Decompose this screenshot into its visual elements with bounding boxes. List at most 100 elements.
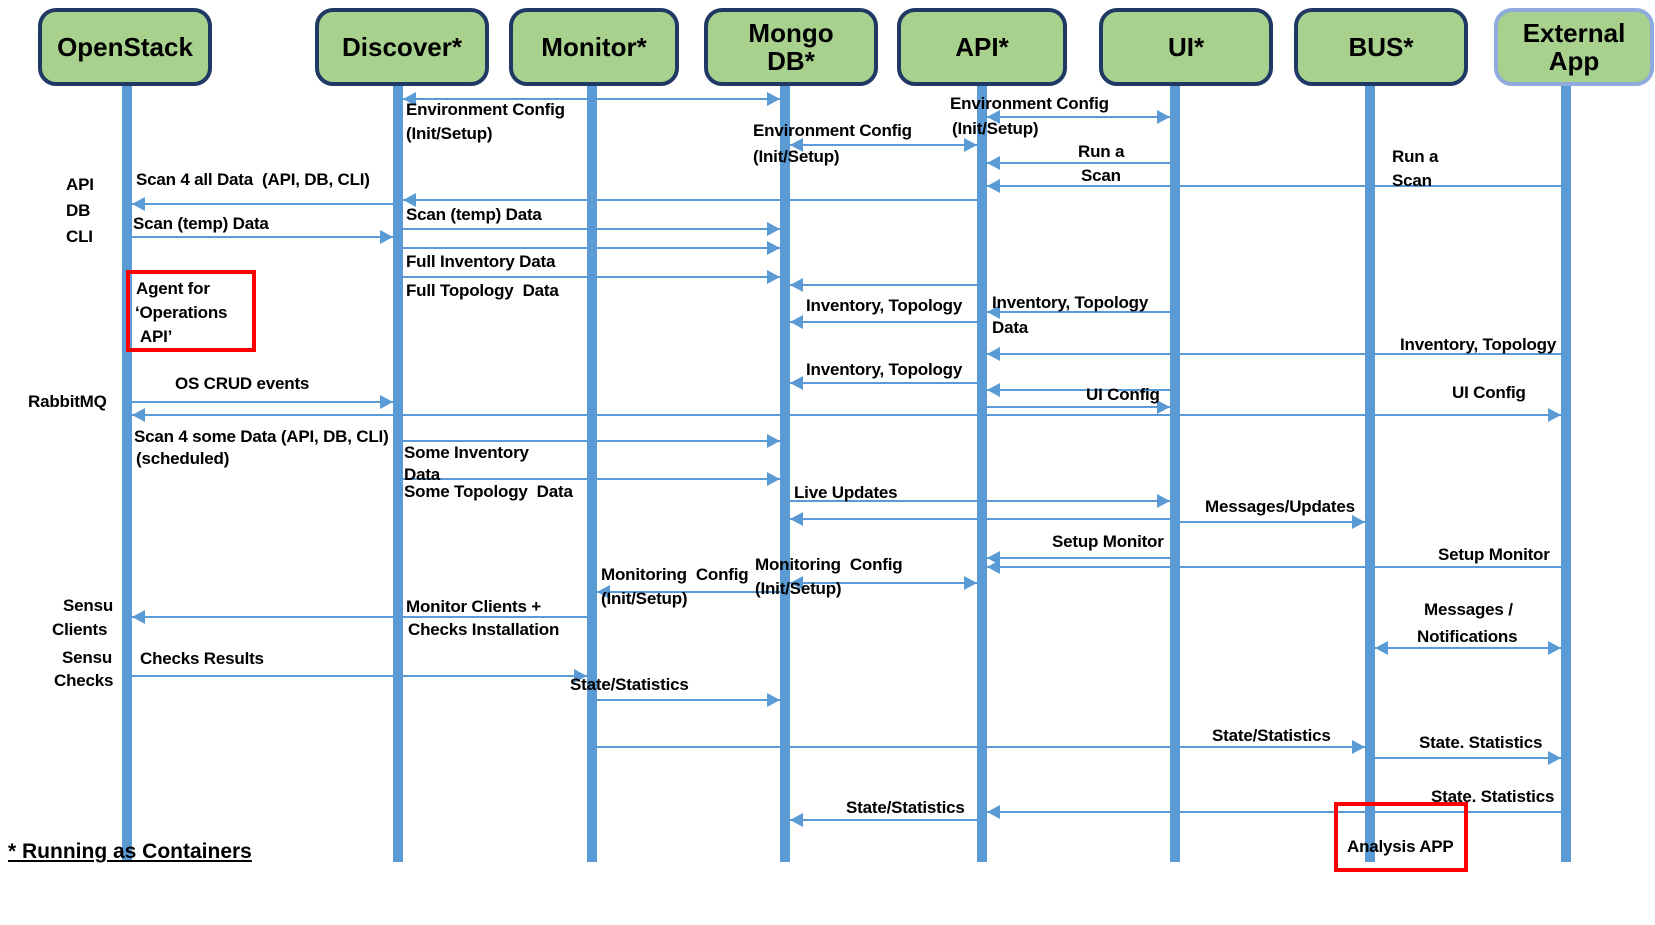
message-line-bus-to-external-app (1370, 647, 1566, 649)
message-line-openstack-to-discover (127, 236, 398, 238)
arrowhead-left-icon (987, 179, 1000, 193)
arrowhead-left-icon (790, 315, 803, 329)
message-line-ui-to-bus (1175, 521, 1370, 523)
arrowhead-right-icon (767, 222, 780, 236)
arrowhead-right-icon (1157, 494, 1170, 508)
annotation-label: Agent for (136, 279, 210, 298)
message-line-ui-to-api (982, 389, 1175, 391)
lifeline-openstack (122, 86, 132, 862)
message-label: Setup Monitor (1052, 532, 1164, 551)
message-label: Live Updates (794, 483, 898, 502)
arrowhead-left-icon (790, 576, 803, 590)
arrowhead-left-icon (987, 560, 1000, 574)
arrowhead-right-icon (574, 669, 587, 683)
message-line-external-app-to-api (982, 353, 1566, 355)
message-line-api-to-mongodb (785, 382, 982, 384)
message-label: Scan (1081, 166, 1121, 185)
arrowhead-left-icon (987, 383, 1000, 397)
message-line-external-app-to-api (982, 566, 1566, 568)
lifeline-monitor (587, 86, 597, 862)
message-label: Scan 4 some Data (API, DB, CLI) (134, 427, 389, 446)
arrowhead-left-icon (987, 110, 1000, 124)
message-label: Messages/Updates (1205, 497, 1355, 516)
arrowhead-right-icon (767, 270, 780, 284)
message-line-mongodb-to-api (785, 582, 982, 584)
arrowhead-left-icon (790, 512, 803, 526)
actor-label-monitor: Monitor* (541, 31, 647, 62)
actor-ui: UI* (1099, 8, 1273, 86)
actor-label-discover: Discover* (342, 31, 462, 62)
arrowhead-right-icon (380, 395, 393, 409)
message-line-openstack-to-discover (127, 401, 398, 403)
message-line-monitor-to-mongodb (592, 699, 785, 701)
footnote: * Running as Containers (8, 840, 252, 863)
arrowhead-right-icon (964, 576, 977, 590)
annotation-label: ‘Operations (135, 303, 228, 322)
actor-external-app: External App (1494, 8, 1654, 86)
message-label: Run a (1392, 147, 1439, 166)
message-label: Inventory, Topology (1400, 335, 1557, 354)
arrowhead-left-icon (987, 156, 1000, 170)
message-label: Inventory, Topology (806, 360, 963, 379)
arrowhead-right-icon (1548, 641, 1561, 655)
arrowhead-left-icon (403, 92, 416, 106)
message-label: Scan 4 all Data (API, DB, CLI) (136, 170, 370, 189)
actor-discover: Discover* (315, 8, 489, 86)
message-label: (Init/Setup) (753, 147, 840, 166)
message-line-ui-to-api (982, 557, 1175, 559)
message-label: Messages / (1424, 600, 1513, 619)
actor-openstack: OpenStack (38, 8, 212, 86)
arrowhead-right-icon (380, 230, 393, 244)
message-label: (Init/Setup) (952, 119, 1039, 138)
message-label: Monitor Clients + (406, 597, 541, 616)
arrowhead-right-icon (1352, 740, 1365, 754)
arrowhead-left-icon (790, 376, 803, 390)
message-label: Full Topology Data (406, 281, 559, 300)
message-line-monitor-to-openstack (127, 616, 592, 618)
arrowhead-left-icon (1375, 641, 1388, 655)
message-label: Environment Config (753, 121, 912, 140)
annotation-box-analysis-app (1334, 802, 1468, 872)
actor-monitor: Monitor* (509, 8, 679, 86)
message-label: Scan (temp) Data (133, 214, 269, 233)
arrowhead-right-icon (767, 472, 780, 486)
actor-api: API* (897, 8, 1067, 86)
side-label: RabbitMQ (28, 392, 107, 411)
message-label: State/Statistics (570, 675, 689, 694)
annotation-label: API’ (136, 327, 173, 346)
arrowhead-left-icon (790, 278, 803, 292)
message-label: State. Statistics (1419, 733, 1543, 752)
arrowhead-right-icon (1157, 110, 1170, 124)
arrowhead-left-icon (132, 610, 145, 624)
actor-label-bus: BUS* (1348, 31, 1414, 62)
actor-label-ui: UI* (1167, 31, 1205, 62)
message-line-bus-to-external-app (1370, 757, 1566, 759)
message-label: UI Config (1452, 383, 1526, 402)
annotation-box-agent-operations-api (126, 270, 256, 352)
lifeline-api (977, 86, 987, 862)
actor-bus: BUS* (1294, 8, 1468, 86)
message-label: Monitoring Config (601, 565, 749, 584)
arrowhead-left-icon (132, 197, 145, 211)
message-line-external-app-to-openstack (127, 414, 1566, 416)
message-label: (Init/Setup) (406, 124, 493, 143)
message-line-api-to-mongodb (785, 284, 982, 286)
arrowhead-left-icon (987, 805, 1000, 819)
message-label: State/Statistics (1212, 726, 1331, 745)
message-label: Environment Config (406, 100, 565, 119)
actor-mongodb: Mongo DB* (704, 8, 878, 86)
arrowhead-left-icon (790, 138, 803, 152)
message-label: State/Statistics (846, 798, 965, 817)
annotation-label: Analysis APP (1347, 837, 1454, 856)
message-label: OS CRUD events (175, 374, 310, 393)
message-line-ui-to-api (982, 311, 1175, 313)
message-label: Data (404, 465, 441, 484)
message-label: Full Inventory Data (406, 252, 556, 271)
message-line-discover-to-openstack (127, 203, 398, 205)
arrowhead-left-icon (403, 193, 416, 207)
actor-label-openstack: OpenStack (57, 31, 193, 62)
message-label: (scheduled) (136, 449, 230, 468)
message-label: Some Inventory (404, 443, 529, 462)
arrowhead-right-icon (1548, 751, 1561, 765)
side-label: Sensu (62, 648, 113, 667)
